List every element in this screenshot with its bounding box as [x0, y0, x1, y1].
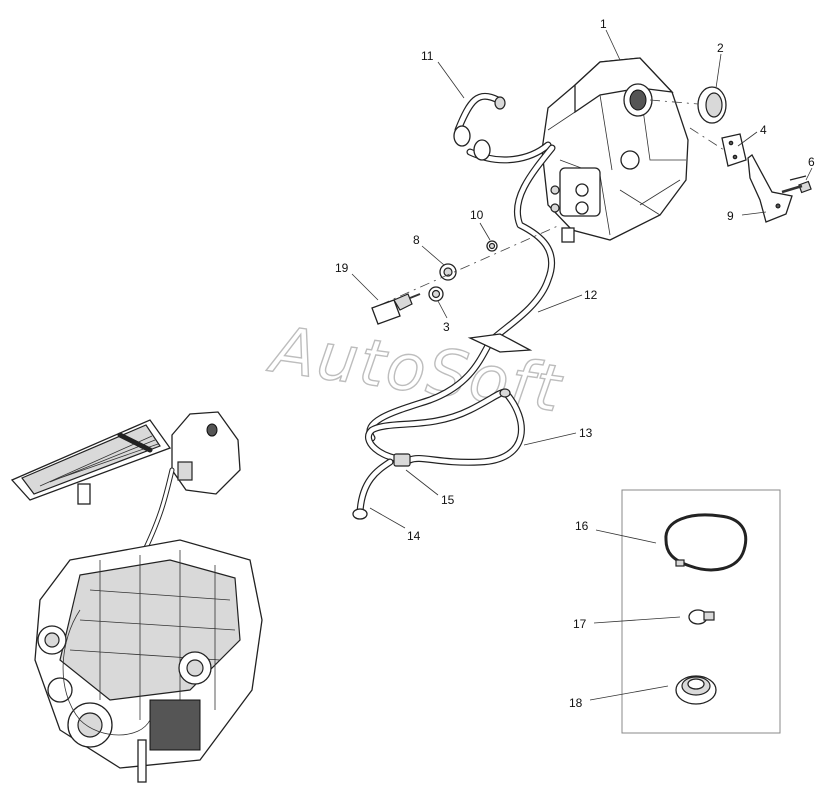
callout-17: 17	[573, 616, 681, 631]
part-14-elbow	[352, 458, 394, 520]
svg-text:2: 2	[717, 41, 724, 55]
svg-text:8: 8	[413, 233, 420, 247]
assembly-axis-line	[379, 224, 561, 306]
callout-12: 12	[537, 288, 598, 313]
part-6-bolt	[781, 175, 812, 194]
part-9-bracket	[747, 154, 793, 223]
svg-text:19: 19	[335, 261, 349, 275]
callout-19: 19	[335, 261, 379, 301]
svg-text:6: 6	[808, 155, 815, 169]
svg-text:15: 15	[441, 493, 455, 507]
callout-16: 16	[575, 519, 657, 544]
svg-text:1: 1	[600, 17, 607, 31]
part-13-hose	[365, 388, 525, 466]
svg-text:11: 11	[421, 49, 434, 63]
part-16-gasket	[664, 513, 748, 572]
callout-9: 9	[727, 209, 767, 223]
part-11-hose	[453, 92, 552, 164]
svg-text:4: 4	[760, 123, 767, 137]
svg-text:3: 3	[443, 320, 450, 334]
engine-overview	[34, 539, 263, 783]
part-15-clip	[393, 453, 411, 467]
callout-11: 11	[421, 49, 465, 99]
part-10-clip	[486, 240, 498, 252]
callout-1: 1	[600, 17, 621, 61]
svg-text:9: 9	[727, 209, 734, 223]
callout-6: 6	[805, 155, 815, 181]
svg-text:16: 16	[575, 519, 589, 533]
part-12-hose	[366, 144, 556, 442]
callout-15: 15	[405, 469, 455, 507]
watermark-text: AutoSoft	[263, 313, 567, 428]
part-19-sensor	[371, 293, 421, 325]
callout-10: 10	[470, 208, 491, 241]
part-2-cap	[649, 86, 727, 124]
svg-text:14: 14	[407, 529, 421, 543]
svg-text:17: 17	[573, 617, 587, 631]
callout-3: 3	[437, 300, 450, 334]
part-4-plate	[689, 127, 747, 167]
part-1-expansion-tank	[541, 57, 689, 243]
svg-text:18: 18	[569, 696, 583, 710]
part-8-nut	[439, 263, 457, 281]
callout-14: 14	[369, 507, 421, 543]
part-17-clamp	[688, 609, 715, 625]
svg-text:13: 13	[579, 426, 593, 440]
part-18-grommet	[675, 675, 717, 705]
svg-text:12: 12	[584, 288, 598, 302]
radiator-overview	[10, 419, 172, 505]
callout-8: 8	[413, 233, 445, 266]
callout-13: 13	[523, 426, 593, 446]
callout-4: 4	[737, 123, 767, 147]
svg-text:10: 10	[470, 208, 484, 222]
part-3-nut	[428, 286, 444, 302]
callout-2: 2	[715, 41, 724, 89]
kit-frame	[621, 489, 781, 734]
callout-18: 18	[569, 685, 669, 710]
